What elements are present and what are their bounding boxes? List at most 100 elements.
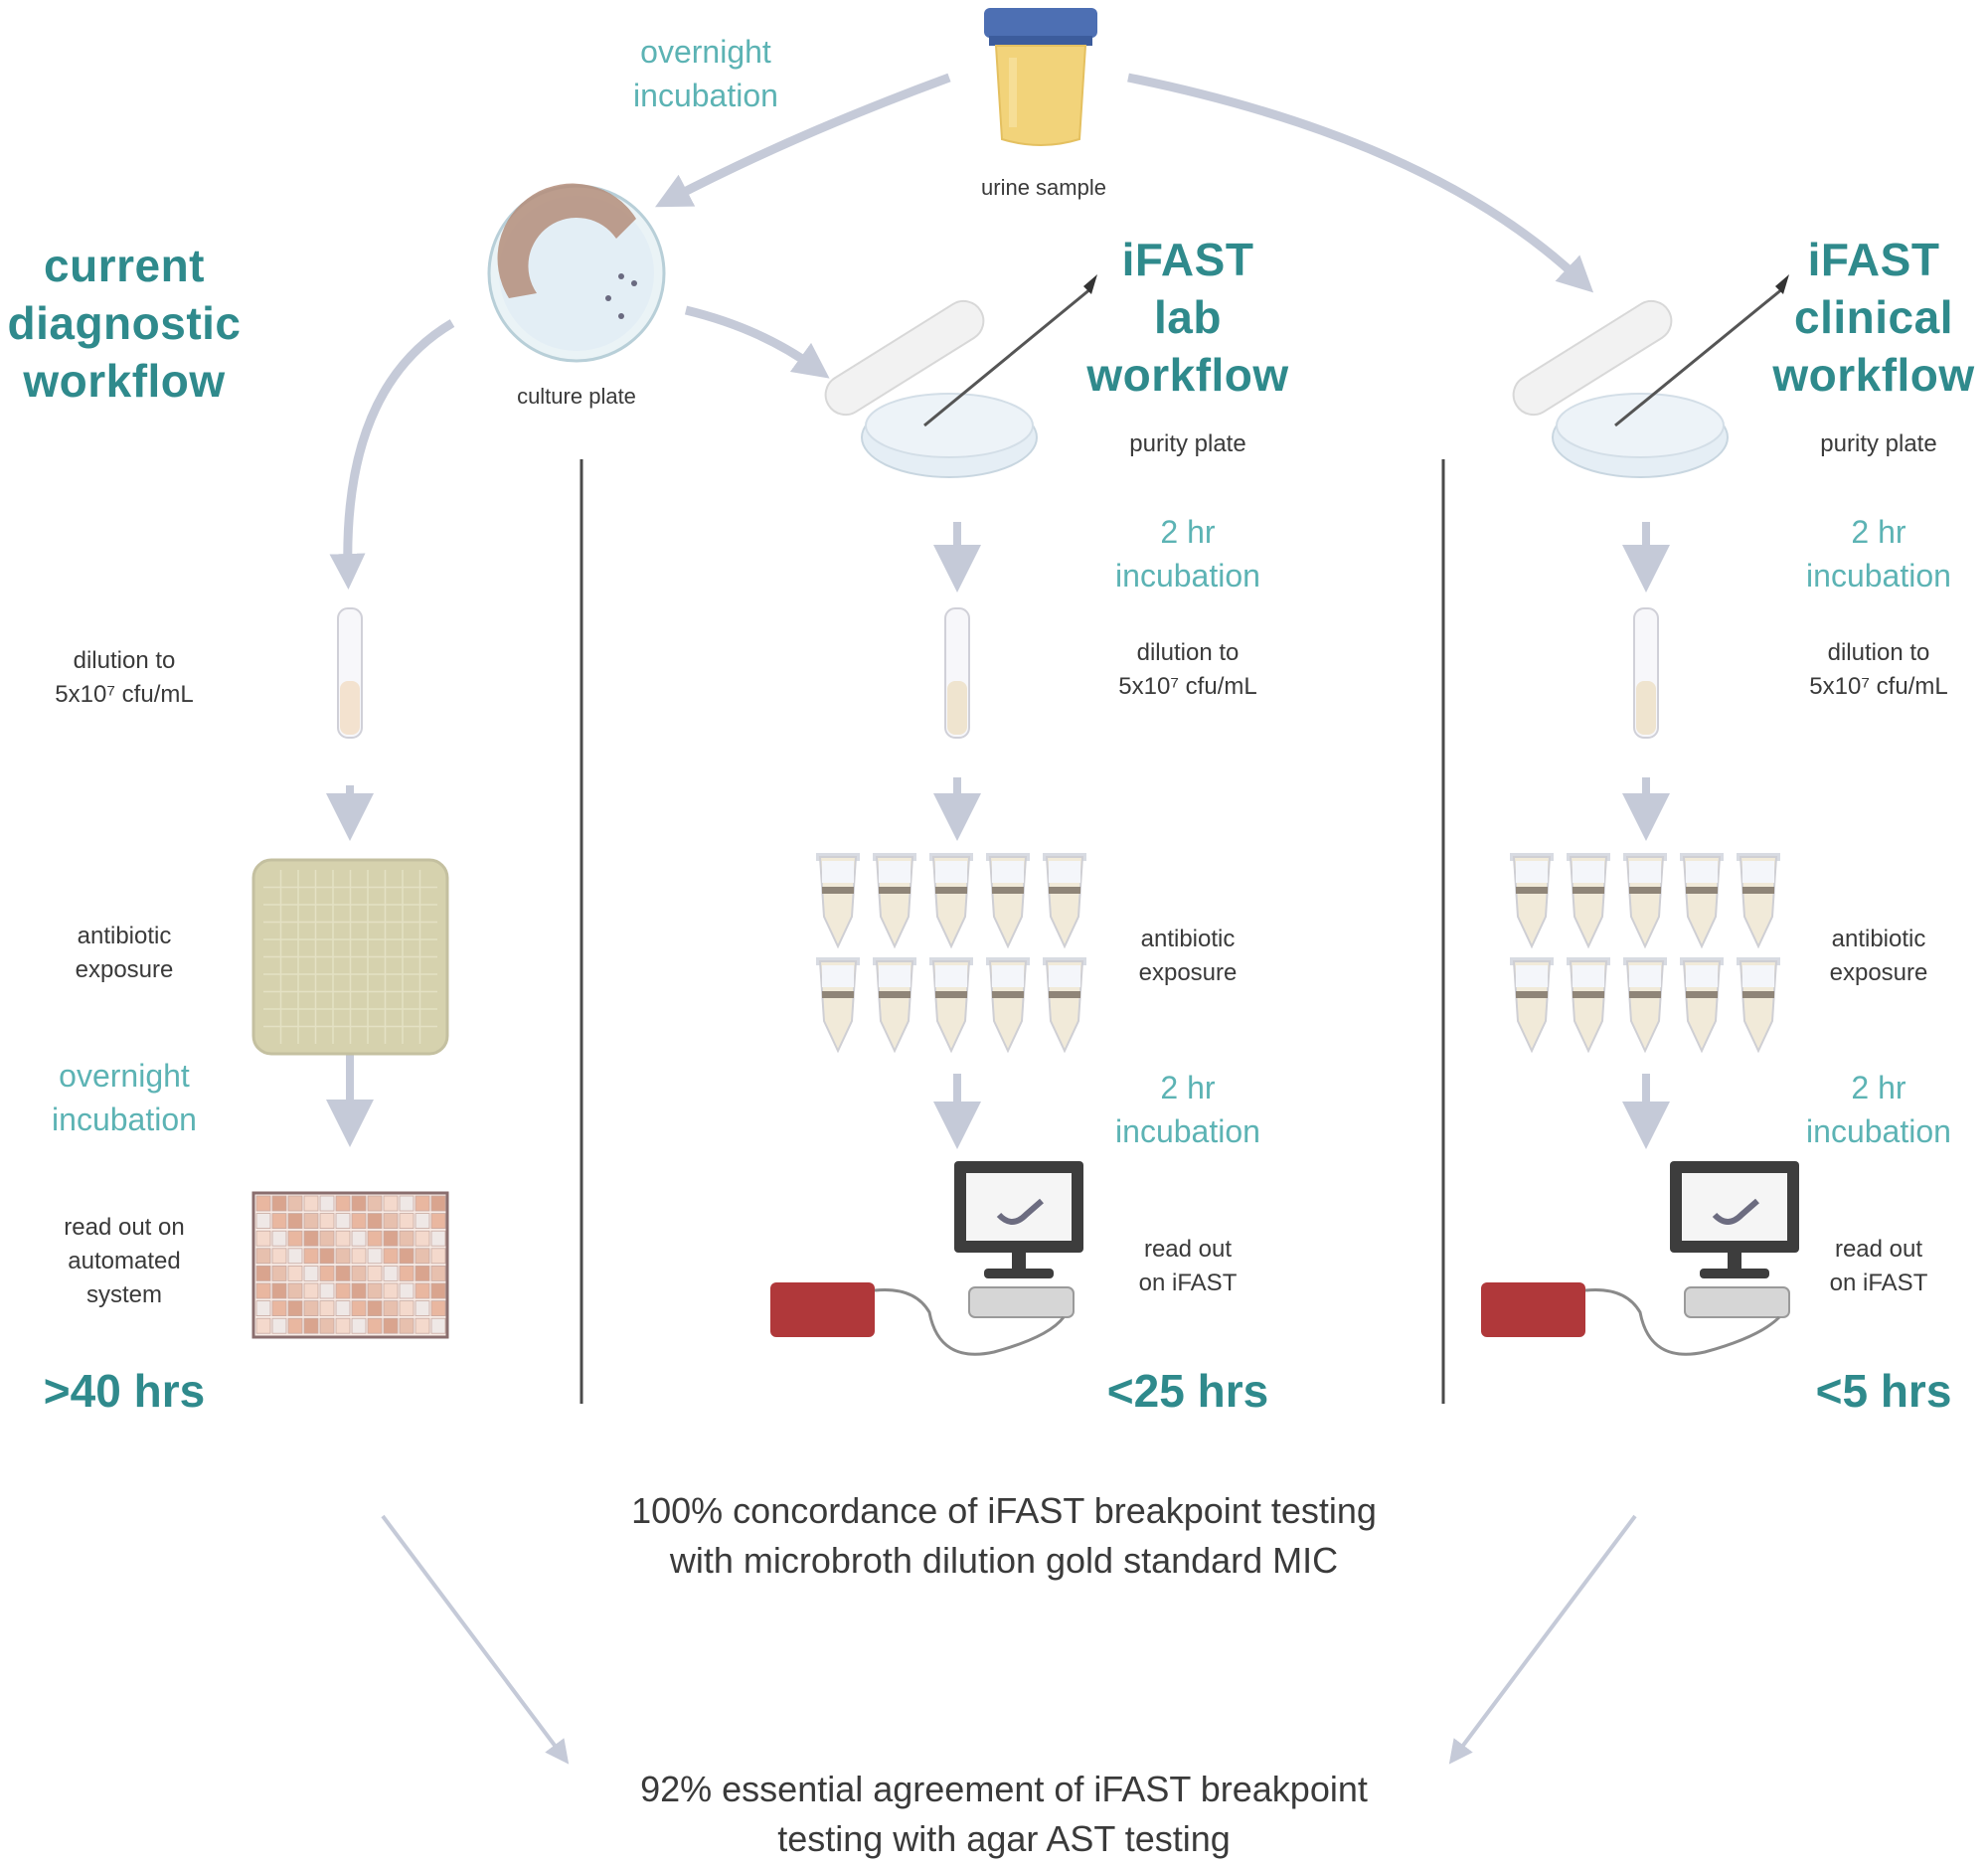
- well: [255, 1317, 271, 1334]
- eppendorf-tube-icon: [1043, 853, 1086, 949]
- well: [430, 1300, 446, 1316]
- well: [335, 1282, 351, 1299]
- well: [335, 1195, 351, 1212]
- dilution-tube-current-icon: [337, 607, 363, 739]
- well: [351, 1213, 367, 1229]
- well: [383, 1266, 399, 1281]
- eppendorf-tube-icon: [873, 853, 916, 949]
- eppendorf-tube-icon: [929, 957, 973, 1054]
- arrow-clinical-to-agreement: [1448, 1514, 1637, 1765]
- arrow-culture-to-lab: [684, 305, 830, 379]
- well: [414, 1195, 430, 1212]
- well: [255, 1300, 271, 1316]
- antibiotic-plate-icon: [251, 858, 449, 1056]
- arrow-sample-to-culture: [655, 73, 951, 208]
- well: [271, 1213, 287, 1229]
- well: [351, 1317, 367, 1334]
- eppendorf-tube-icon: [873, 957, 916, 1054]
- well: [335, 1230, 351, 1247]
- well: [367, 1317, 383, 1334]
- well: [319, 1266, 335, 1281]
- ifast-readout-clinical-icon: [1481, 1161, 1799, 1356]
- well: [383, 1248, 399, 1265]
- step-incubation2-label: 2 hr incubation: [1806, 1070, 1951, 1149]
- well: [414, 1300, 430, 1316]
- well: [255, 1248, 271, 1265]
- well: [319, 1282, 335, 1299]
- well: [303, 1317, 319, 1334]
- well: [367, 1195, 383, 1212]
- well: [367, 1266, 383, 1281]
- well: [383, 1230, 399, 1247]
- step-dilution-label: dilution to 5x10⁷ cfu/mL: [1809, 639, 1948, 700]
- well: [335, 1213, 351, 1229]
- well: [399, 1282, 414, 1299]
- eppendorf-tube-icon: [1567, 957, 1610, 1054]
- well: [287, 1317, 303, 1334]
- step-arrows: [326, 522, 1670, 1149]
- urine-sample-label: urine sample: [981, 175, 1106, 200]
- eppendorf-tube-icon: [986, 853, 1030, 949]
- well: [303, 1300, 319, 1316]
- workflow-title: iFAST clinical workflow: [1772, 234, 1975, 401]
- ifast-readout-lab-icon: [770, 1161, 1083, 1356]
- well: [399, 1213, 414, 1229]
- well: [335, 1248, 351, 1265]
- agreement-statement: 92% essential agreement of iFAST breakpo…: [640, 1769, 1368, 1859]
- well: [414, 1213, 430, 1229]
- well: [271, 1300, 287, 1316]
- step-incubation1-label: 2 hr incubation: [1806, 514, 1951, 594]
- well: [255, 1282, 271, 1299]
- well: [351, 1195, 367, 1212]
- well: [414, 1282, 430, 1299]
- well: [351, 1248, 367, 1265]
- well: [335, 1266, 351, 1281]
- well: [287, 1300, 303, 1316]
- eppendorf-tube-icon: [1623, 853, 1667, 949]
- well: [255, 1213, 271, 1229]
- eppendorf-tube-icon: [1737, 957, 1780, 1054]
- well: [430, 1248, 446, 1265]
- well: [399, 1300, 414, 1316]
- well: [287, 1266, 303, 1281]
- well: [303, 1195, 319, 1212]
- well: [399, 1317, 414, 1334]
- eppendorf-tube-icon: [1623, 957, 1667, 1054]
- step-incubation-label: overnight incubation: [52, 1058, 197, 1137]
- well: [351, 1282, 367, 1299]
- well: [383, 1282, 399, 1299]
- step-incubation1-label: 2 hr incubation: [1115, 514, 1260, 594]
- well: [271, 1195, 287, 1212]
- overnight-incubation-top-label: overnight incubation: [633, 34, 778, 113]
- well: [414, 1317, 430, 1334]
- eppendorf-tube-icon: [1737, 853, 1780, 949]
- eppendorf-tube-icon: [1043, 957, 1086, 1054]
- well: [367, 1282, 383, 1299]
- well: [303, 1230, 319, 1247]
- eppendorf-tube-icon: [986, 957, 1030, 1054]
- well: [319, 1317, 335, 1334]
- step-readout-label: read out on iFAST: [1138, 1236, 1238, 1296]
- well: [383, 1300, 399, 1316]
- well: [271, 1266, 287, 1281]
- well: [271, 1282, 287, 1299]
- workflow-title: current diagnostic workflow: [7, 240, 242, 407]
- eppendorf-tube-icon: [1680, 957, 1724, 1054]
- well: [351, 1300, 367, 1316]
- well: [430, 1230, 446, 1247]
- well: [335, 1300, 351, 1316]
- well: [430, 1213, 446, 1229]
- step-antibiotic-label: antibiotic exposure: [75, 923, 174, 983]
- step-antibiotic-label: antibiotic exposure: [1138, 926, 1238, 986]
- dilution-tube-icons: [337, 607, 1659, 739]
- concordance-statement: 100% concordance of iFAST breakpoint tes…: [631, 1490, 1377, 1581]
- time-to-result: <25 hrs: [1106, 1365, 1269, 1417]
- workflow-title: iFAST lab workflow: [1086, 234, 1289, 401]
- antibiotic-tubes-clinical-icon: [1510, 853, 1780, 1054]
- well: [383, 1195, 399, 1212]
- well: [383, 1317, 399, 1334]
- well: [430, 1195, 446, 1212]
- well: [287, 1282, 303, 1299]
- well: [367, 1213, 383, 1229]
